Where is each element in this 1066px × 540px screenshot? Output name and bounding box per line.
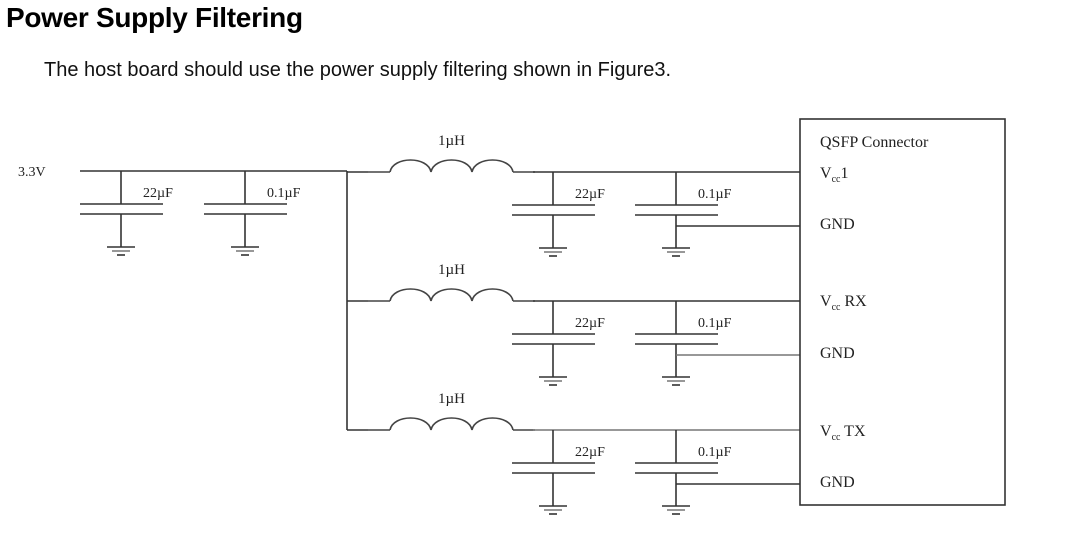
capacitor: 22µF <box>512 430 605 515</box>
inductor: 1µH <box>368 262 535 302</box>
capacitor-value: 0.1µF <box>698 316 732 331</box>
connector-pin-label: Vcc TX <box>820 423 866 443</box>
inductor-coil <box>389 288 514 302</box>
intro-paragraph: The host board should use the power supp… <box>44 59 672 81</box>
capacitor-value: 0.1µF <box>267 186 301 201</box>
capacitor-value: 0.1µF <box>698 187 732 202</box>
inductor-value: 1µH <box>438 133 465 149</box>
capacitor-value: 22µF <box>575 187 605 202</box>
capacitor: 0.1µF <box>204 171 301 256</box>
inductor-coil <box>389 159 514 173</box>
qsfp-connector-box <box>799 118 1006 506</box>
inductor-value: 1µH <box>438 391 465 407</box>
input-capacitors: 22µF 0.1µF <box>80 171 301 256</box>
filter-branch: 1µH 22µF 0.1µF <box>347 262 800 386</box>
capacitor-value: 22µF <box>575 445 605 460</box>
connector-title: QSFP Connector <box>820 134 929 151</box>
filter-branch: 1µH 22µF 0.1µF <box>347 133 800 257</box>
filter-branches: 1µH 22µF 0.1µF 1µH 22µF 0.1µF 1µH 22µF 0.1µF <box>347 133 800 515</box>
connector-pin-label: GND <box>820 474 855 491</box>
connector-pin-label: GND <box>820 216 855 233</box>
inductor: 1µH <box>368 133 535 173</box>
filter-branch: 1µH 22µF 0.1µF <box>347 391 800 515</box>
connector-pin-label: Vcc1 <box>820 165 848 185</box>
capacitor-value: 0.1µF <box>698 445 732 460</box>
capacitor: 0.1µF <box>635 301 732 386</box>
inductor-value: 1µH <box>438 262 465 278</box>
inductor: 1µH <box>368 391 535 431</box>
connector-pin-label: Vcc RX <box>820 293 867 313</box>
section-heading: Power Supply Filtering <box>6 2 303 33</box>
supply-label: 3.3V <box>18 165 46 180</box>
inductor-coil <box>389 417 514 431</box>
capacitor: 22µF <box>512 172 605 257</box>
capacitor: 0.1µF <box>635 430 732 515</box>
capacitor: 22µF <box>512 301 605 386</box>
capacitor-value: 22µF <box>575 316 605 331</box>
capacitor: 22µF <box>80 171 173 256</box>
capacitor: 0.1µF <box>635 172 732 257</box>
connector-pin-label: GND <box>820 345 855 362</box>
capacitor-value: 22µF <box>143 186 173 201</box>
